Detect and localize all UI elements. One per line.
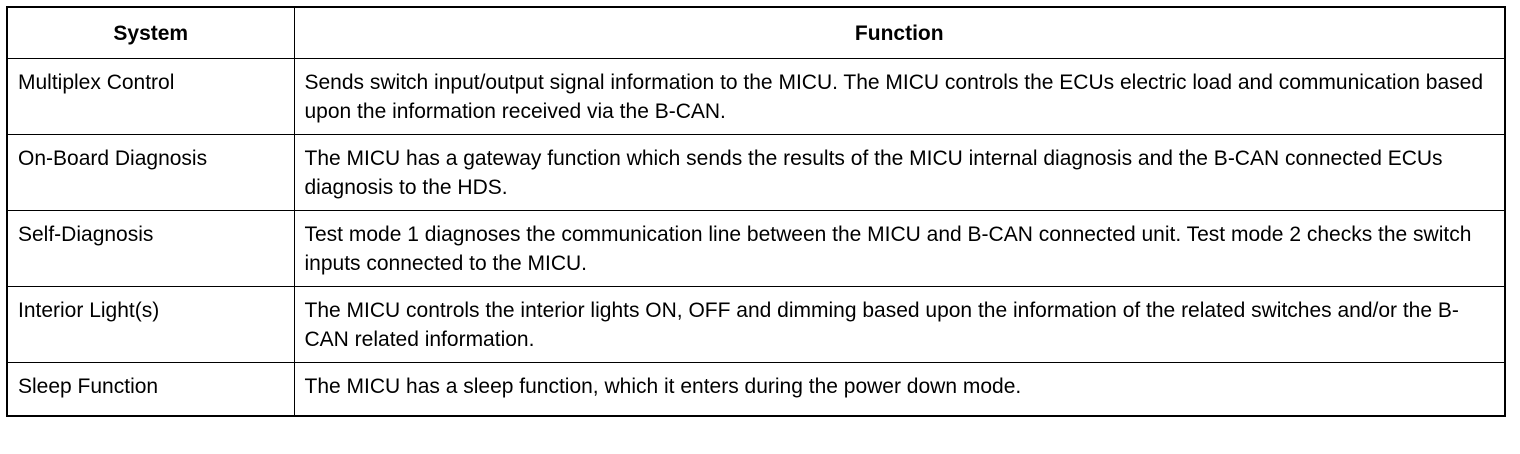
- function-cell: The MICU has a sleep function, which it …: [293, 362, 1506, 417]
- table-row: Multiplex Control Sends switch input/out…: [6, 58, 1506, 135]
- header-function: Function: [293, 6, 1506, 59]
- system-cell: Multiplex Control: [6, 58, 295, 135]
- function-cell: The MICU has a gateway function which se…: [293, 134, 1506, 211]
- system-cell: Sleep Function: [6, 362, 295, 417]
- header-row: System Function: [6, 6, 1506, 59]
- table-row: Interior Light(s) The MICU controls the …: [6, 286, 1506, 363]
- function-cell: The MICU controls the interior lights ON…: [293, 286, 1506, 363]
- system-function-table: System Function Multiplex Control Sends …: [6, 6, 1506, 417]
- system-cell: Self-Diagnosis: [6, 210, 295, 287]
- function-cell: Test mode 1 diagnoses the communication …: [293, 210, 1506, 287]
- system-cell: Interior Light(s): [6, 286, 295, 363]
- system-cell: On-Board Diagnosis: [6, 134, 295, 211]
- table-row: On-Board Diagnosis The MICU has a gatewa…: [6, 134, 1506, 211]
- table-row: Sleep Function The MICU has a sleep func…: [6, 362, 1506, 417]
- header-system: System: [6, 6, 295, 59]
- table-row: Self-Diagnosis Test mode 1 diagnoses the…: [6, 210, 1506, 287]
- function-cell: Sends switch input/output signal informa…: [293, 58, 1506, 135]
